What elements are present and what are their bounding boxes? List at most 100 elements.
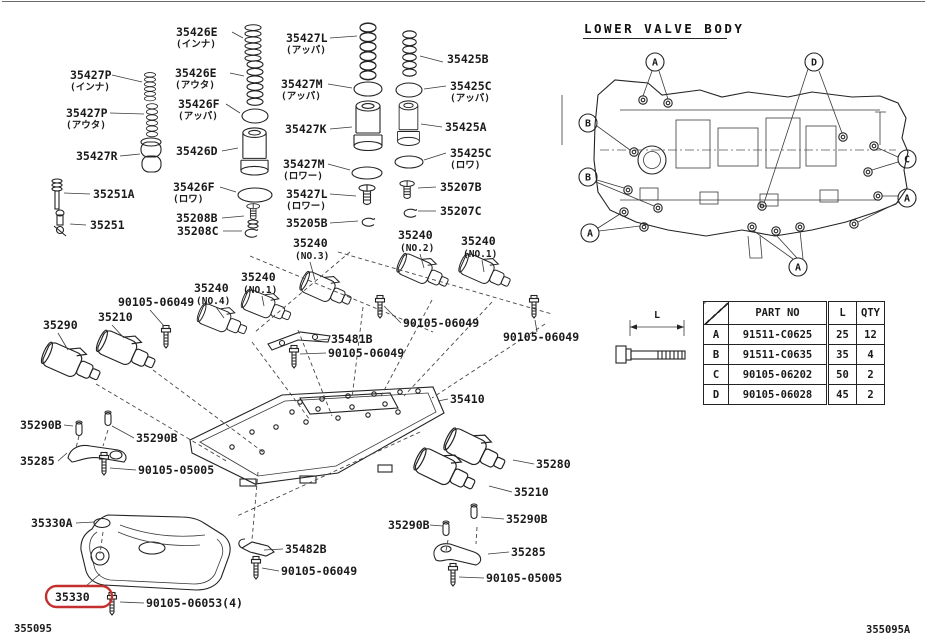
part-label: 35427R (76, 149, 118, 163)
part-label: 35481B (331, 332, 373, 346)
table-cell-key: D (703, 384, 729, 405)
part-note: (インナ) (70, 82, 110, 93)
svg-text:B: B (585, 119, 591, 130)
part-label: 90105-06049 (403, 316, 479, 330)
callout-A: A (897, 188, 917, 208)
part-label: 35425C (450, 146, 492, 160)
inset-bolt-holes (619, 95, 883, 236)
part-label: 35410 (450, 392, 485, 406)
table-cell-l: 25 (826, 324, 857, 345)
part-note: (NO.1) (463, 249, 497, 260)
leader-lines (57, 31, 538, 604)
bolt-size-table: PART NO L QTY A 91511-C0625 25 12 B 9151… (703, 301, 885, 405)
brackets-art (67, 331, 482, 566)
part-label: 35425A (445, 120, 487, 134)
part-label: 35426F (178, 97, 220, 111)
part-note: (NO.2) (400, 243, 434, 254)
part-label: 35425B (447, 52, 489, 66)
part-label: 35426E (176, 25, 218, 39)
part-label: 35285 (20, 454, 55, 468)
part-note: (ロワー) (286, 201, 326, 212)
bolt-length-diagram: L (615, 310, 686, 364)
part-label: 35208C (177, 224, 219, 238)
table-cell-qty: 2 (856, 384, 885, 405)
table-cell-part: 91511-C0635 (728, 344, 828, 365)
table-cell-part: 90105-06202 (728, 364, 828, 385)
table-cell-part: 90105-06028 (728, 384, 828, 405)
svg-text:A: A (795, 263, 801, 274)
upper-valve-body-plate-art (189, 386, 445, 487)
construction-lines (75, 251, 553, 555)
part-label: 35208B (176, 211, 218, 225)
part-label: 35240 (241, 270, 276, 284)
part-label: 35427M (281, 77, 323, 91)
part-note: (アッパ) (281, 90, 321, 102)
table-cell-qty: 12 (856, 324, 885, 345)
table-header-l: L (826, 301, 857, 325)
part-note: (アッパ) (450, 92, 490, 104)
callout-B: B (578, 113, 598, 133)
table-cell-l: 50 (826, 364, 857, 385)
highlighted-part-label: 35330 (55, 590, 90, 604)
inset-title: LOWER VALVE BODY (584, 21, 744, 36)
part-label: 35427P (70, 68, 112, 82)
table-row: A 91511-C0625 25 12 (703, 324, 885, 345)
part-label: 35427K (285, 122, 327, 136)
part-label: 35290B (506, 512, 548, 526)
part-label: 35330A (31, 516, 73, 530)
part-label: 35482B (285, 542, 327, 556)
part-label: 35251 (90, 218, 125, 232)
table-cell-key: C (703, 364, 729, 385)
springs-and-valves-art (51, 22, 424, 238)
table-cell-l: 35 (826, 344, 857, 365)
part-label: 90105-06049 (328, 346, 404, 360)
svg-text:C: C (904, 155, 910, 166)
part-label: 35290 (43, 318, 78, 332)
figure-number-left: 355095 (14, 623, 52, 635)
callout-markers: A D B B C A A A (578, 52, 917, 277)
callout-B: B (578, 167, 598, 187)
oil-strainer-art (80, 514, 231, 591)
svg-text:A: A (652, 58, 658, 69)
part-label: 35427M (283, 157, 325, 171)
part-labels: 35426E (インナ) 35427L (アッパ) 35425B 35427P … (20, 25, 579, 610)
part-note: (アッパ) (286, 44, 326, 56)
part-label: 35427L (286, 31, 328, 45)
part-label: 35207B (440, 180, 482, 194)
part-label: 35251A (93, 187, 135, 201)
part-note: (アッパ) (178, 110, 218, 122)
part-label: 90105-05005 (138, 463, 214, 477)
table-cell-qty: 2 (856, 364, 885, 385)
part-label: 35426E (175, 66, 217, 80)
table-cell-l: 45 (826, 384, 857, 405)
table-corner-cell (703, 301, 729, 325)
part-note: (インナ) (176, 39, 216, 50)
table-header-qty: QTY (856, 301, 885, 325)
part-label: 90105-06049 (281, 564, 357, 578)
table-row: D 90105-06028 45 2 (703, 384, 885, 405)
table-row: B 91511-C0635 35 4 (703, 344, 885, 365)
part-label: 35210 (514, 485, 549, 499)
part-label: 90105-06053(4) (146, 596, 243, 610)
part-label: 35427L (286, 187, 328, 201)
callout-leader-lines (595, 68, 900, 260)
table-cell-qty: 4 (856, 344, 885, 365)
part-note: (アウタ) (66, 119, 106, 131)
callout-A: A (788, 257, 808, 277)
callout-A: A (580, 223, 600, 243)
part-label: 35240 (293, 236, 328, 250)
part-label: 35210 (98, 310, 133, 324)
part-note: (ロワ) (173, 194, 203, 205)
valve-body-drawing (561, 79, 909, 259)
part-note: (ロワー) (283, 171, 323, 182)
svg-text:B: B (585, 173, 591, 184)
part-label: 35240 (194, 281, 229, 295)
part-label: 35290B (388, 518, 430, 532)
svg-text:D: D (811, 58, 817, 69)
part-label: 35240 (461, 234, 496, 248)
part-note: (NO.3) (295, 251, 329, 262)
table-cell-key: A (703, 324, 729, 345)
part-label: 90105-06049 (118, 295, 194, 309)
highlight-oval (44, 584, 114, 609)
